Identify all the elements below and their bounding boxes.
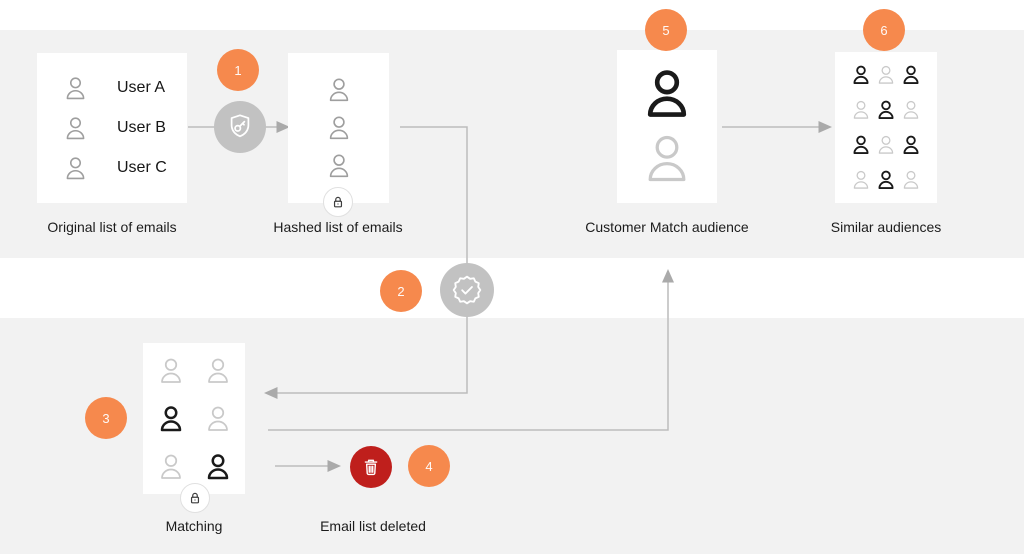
similar-audiences-label: Similar audiences — [830, 219, 942, 235]
person-icon — [62, 75, 89, 102]
matching-label: Matching — [165, 518, 223, 534]
person-icon — [875, 169, 897, 191]
person-icon — [325, 114, 353, 142]
person-icon — [156, 404, 186, 434]
person-icon — [850, 134, 872, 156]
original-list-label: Original list of emails — [47, 219, 177, 235]
person-icon — [900, 64, 922, 86]
matching-card — [143, 343, 245, 494]
hashed-list-label: Hashed list of emails — [273, 219, 403, 235]
person-icon — [900, 134, 922, 156]
user-icon-row — [156, 452, 233, 482]
user-icon-row — [156, 356, 233, 386]
similar-audiences-card — [835, 52, 937, 203]
customer-match-label: Customer Match audience — [585, 219, 749, 235]
person-icon — [850, 169, 872, 191]
arrow-matching-to-customer-match — [268, 269, 674, 431]
user-icon-row — [850, 134, 922, 156]
badge-check-circle — [440, 263, 494, 317]
customer-match-card — [617, 50, 717, 203]
user-icon-row — [850, 64, 922, 86]
person-icon — [62, 155, 89, 182]
shield-key-circle — [214, 101, 266, 153]
person-icon — [639, 131, 695, 187]
step-badge-6: 6 — [863, 9, 905, 51]
step-badge-1: 1 — [217, 49, 259, 91]
person-icon — [900, 169, 922, 191]
lock-icon — [329, 193, 347, 211]
user-label: User B — [117, 119, 166, 136]
person-icon — [203, 356, 233, 386]
person-icon — [62, 115, 89, 142]
original-list-card: User A User B User C — [37, 53, 187, 203]
hashed-list-card — [288, 53, 389, 203]
person-icon — [900, 99, 922, 121]
person-icon — [850, 99, 872, 121]
person-icon — [203, 404, 233, 434]
person-icon — [875, 134, 897, 156]
trash-circle — [350, 446, 392, 488]
email-deleted-label: Email list deleted — [320, 518, 426, 534]
step-badge-5: 5 — [645, 9, 687, 51]
person-icon — [875, 64, 897, 86]
user-label: User A — [117, 79, 166, 96]
user-icon-row — [850, 169, 922, 191]
trash-icon — [358, 454, 384, 480]
person-icon — [325, 76, 353, 104]
user-row: User C — [62, 155, 187, 182]
lock-icon — [186, 489, 204, 507]
privacy-lock-badge — [323, 187, 353, 217]
step-badge-4: 4 — [408, 445, 450, 487]
person-icon — [639, 66, 695, 122]
person-icon — [156, 356, 186, 386]
person-icon — [325, 152, 353, 180]
user-row: User B — [62, 115, 187, 142]
person-icon — [875, 99, 897, 121]
person-icon — [203, 452, 233, 482]
person-icon — [850, 64, 872, 86]
step-badge-2: 2 — [380, 270, 422, 312]
user-label: User C — [117, 159, 167, 176]
step-badge-3: 3 — [85, 397, 127, 439]
arrow-hashed-to-matching — [264, 126, 468, 399]
privacy-lock-badge — [180, 483, 210, 513]
badge-check-icon — [450, 273, 484, 307]
user-icon-row — [156, 404, 233, 434]
shield-key-icon — [224, 111, 256, 143]
person-icon — [156, 452, 186, 482]
original-user-rows: User A User B User C — [37, 53, 187, 203]
user-icon-row — [850, 99, 922, 121]
user-row: User A — [62, 75, 187, 102]
